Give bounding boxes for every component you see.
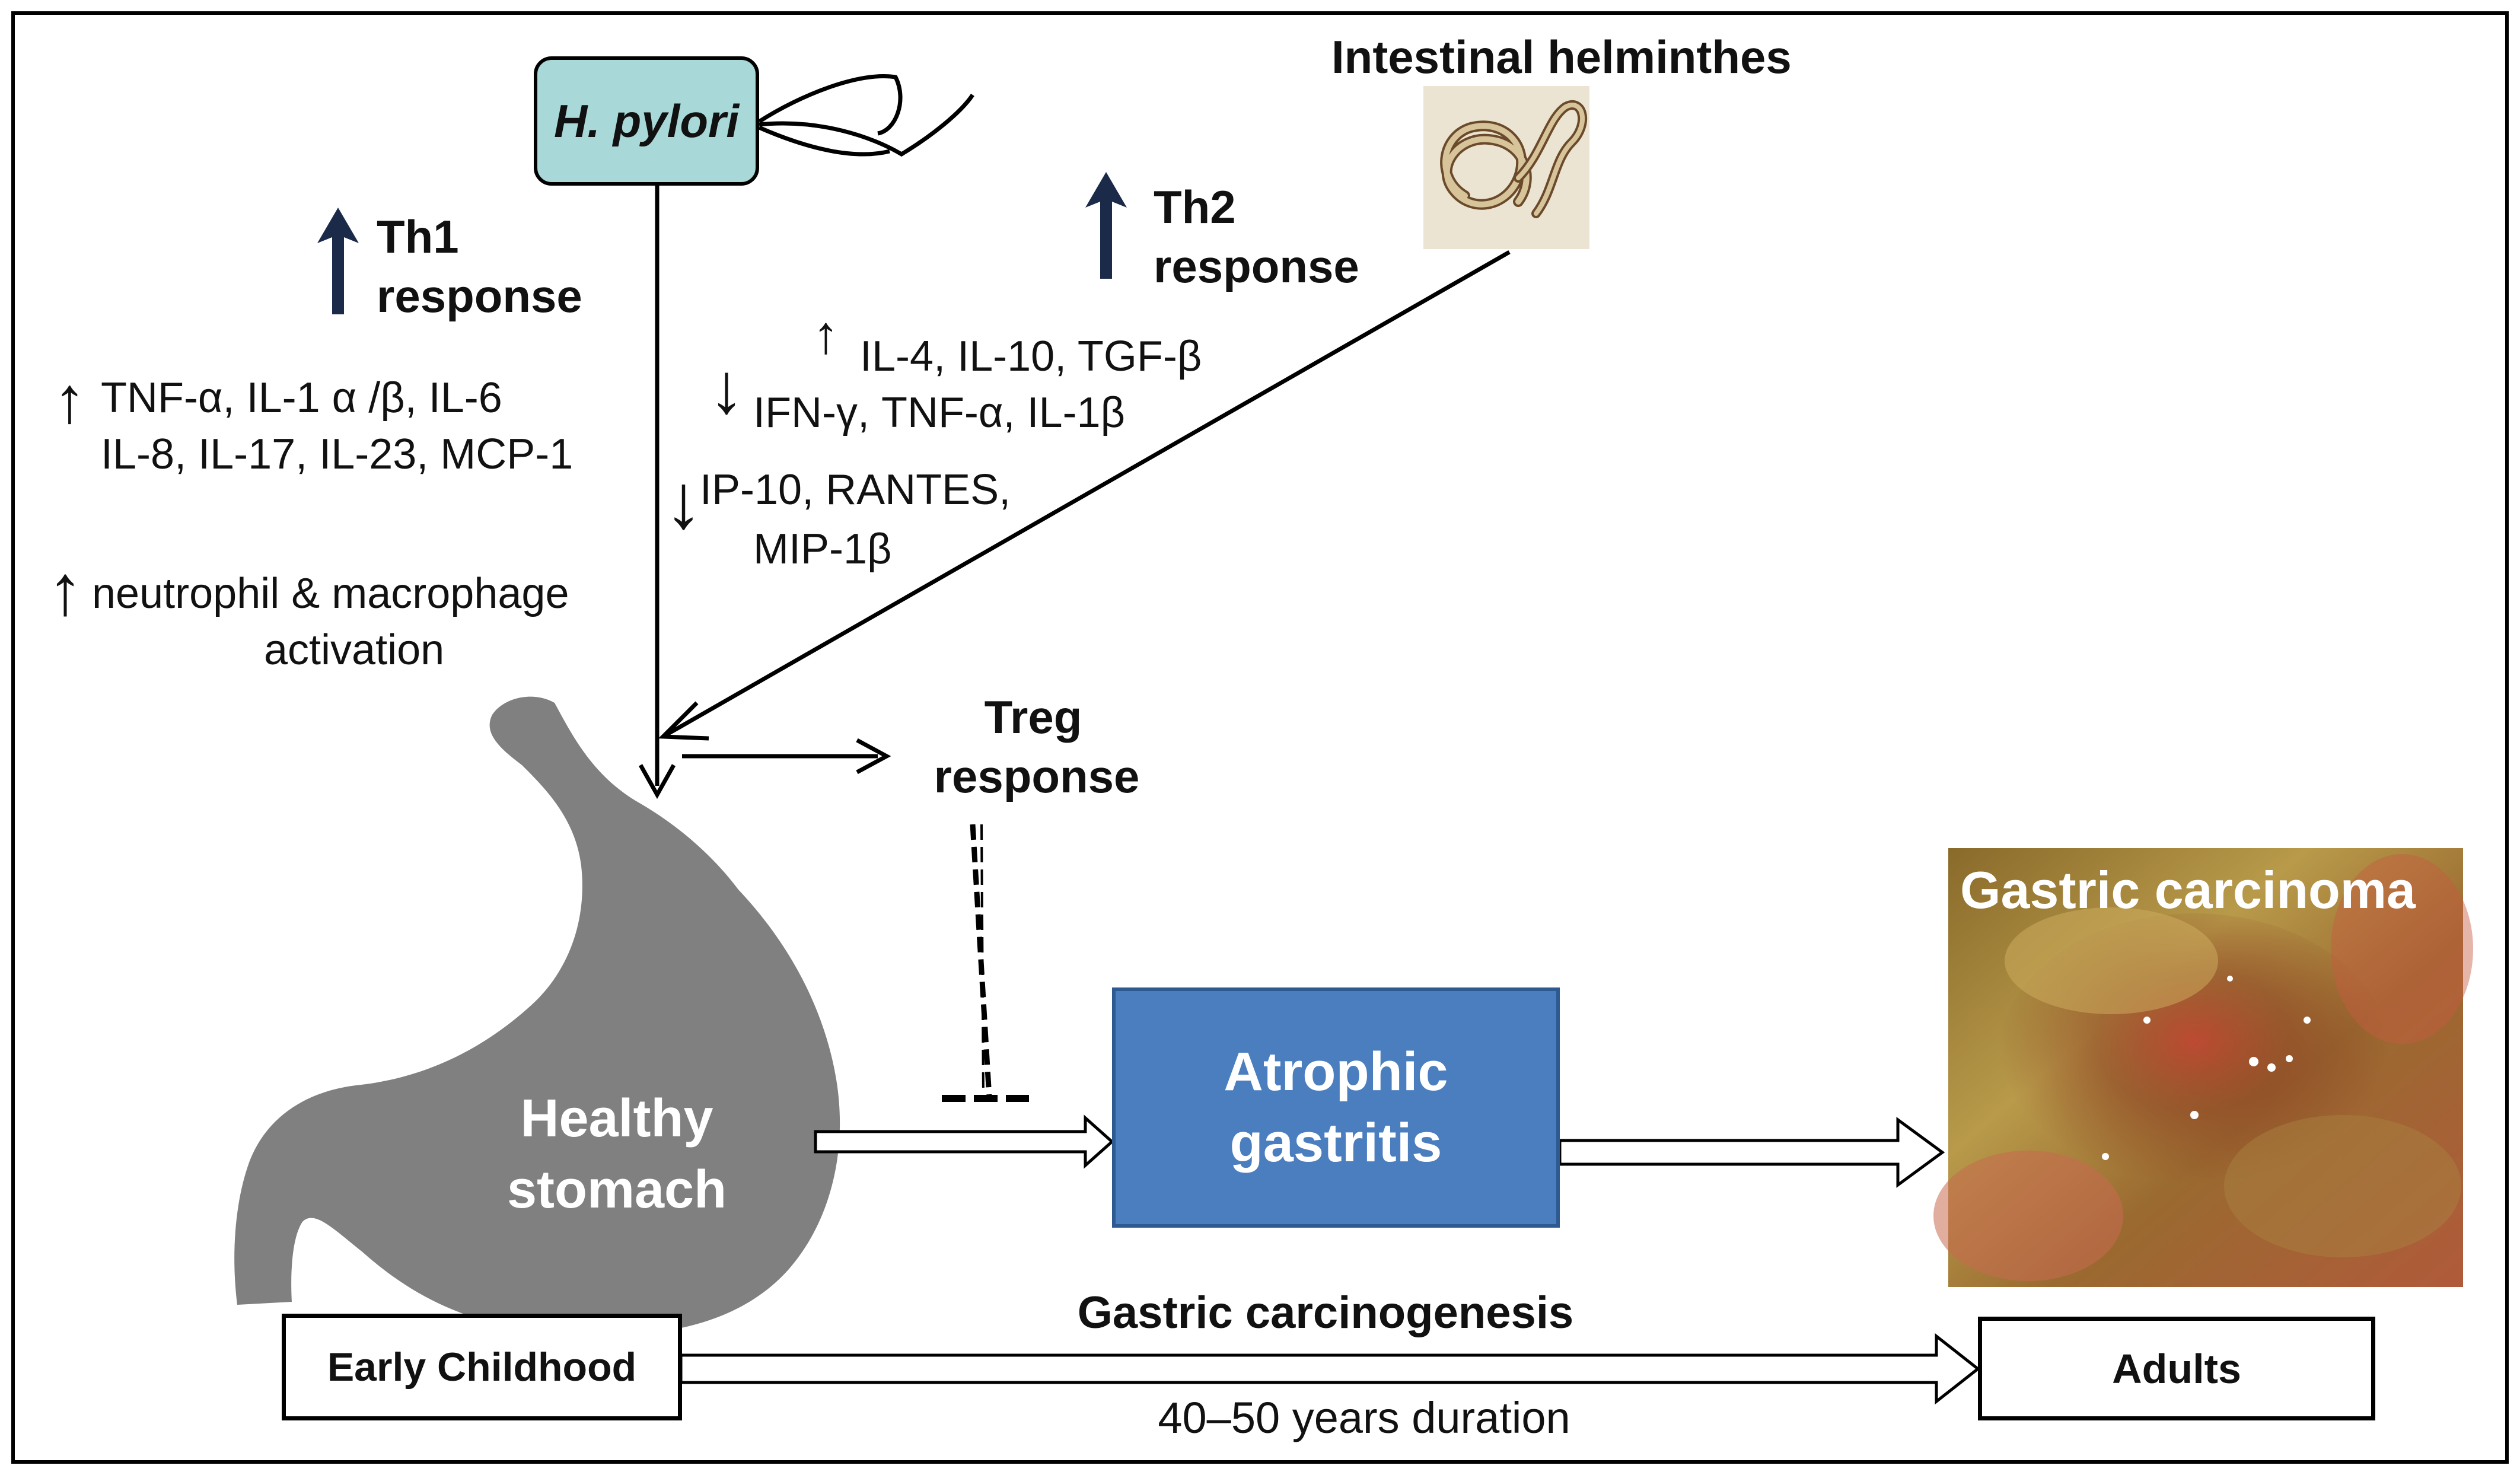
th2-line1: Th2 — [1154, 181, 1236, 233]
th1-cytokines-line1: TNF-α, IL-1 α /β, IL-6 — [101, 374, 502, 422]
helminth-arrowhead-icon — [658, 701, 709, 741]
carcinoma-label: Gastric carcinoma — [1960, 861, 2416, 919]
treg-line1: Treg — [984, 691, 1082, 743]
th2-down-arrow-2: ↓ — [664, 458, 703, 544]
atrophic-to-carcinoma-arrow — [1558, 1117, 1945, 1188]
th2-down-line-2a: IP-10, RANTES, — [700, 466, 1011, 514]
outer-frame — [11, 11, 2509, 1464]
th1-cells-line1: neutrophil & macrophage — [92, 570, 569, 617]
stomach-line2: stomach — [506, 1160, 727, 1219]
th2-down-line-2b: MIP-1β — [753, 525, 892, 573]
timeline-duration: 40–50 years duration — [1158, 1393, 1570, 1442]
early-childhood-box: Early Childhood — [282, 1314, 682, 1420]
atrophic-line1: Atrophic — [1224, 1041, 1448, 1102]
hpylori-label: H. pylori — [553, 94, 740, 147]
stomach-to-atrophic-arrow — [814, 1114, 1114, 1169]
adults-box: Adults — [1978, 1317, 2375, 1420]
atrophic-gastritis-box: Atrophic gastritis — [1112, 987, 1560, 1228]
th2-up-line: IL-4, IL-10, TGF-β — [860, 333, 1202, 380]
stomach-line1: Healthy — [520, 1089, 713, 1148]
th2-down-arrow-1: ↓ — [709, 349, 744, 428]
atrophic-line2: gastritis — [1229, 1112, 1442, 1173]
flagella-icon — [758, 74, 974, 157]
timeline-start-label: Early Childhood — [327, 1345, 637, 1390]
timeline-title: Gastric carcinogenesis — [1077, 1288, 1574, 1338]
treg-inhibition-line — [942, 824, 1029, 1102]
th1-up-arrow-icon — [317, 208, 359, 314]
th1-line1: Th1 — [377, 211, 459, 263]
stomach-silhouette-icon — [234, 696, 840, 1336]
helminth-to-stomach-line — [666, 250, 1511, 737]
hpylori-box: H. pylori — [534, 56, 759, 186]
th1-cytokines-arrow: ↑ — [53, 364, 86, 437]
helminth-image — [1423, 86, 1589, 249]
th1-cells-line2: activation — [264, 626, 445, 674]
timeline-end-label: Adults — [2112, 1345, 2241, 1392]
timeline-arrow — [679, 1333, 1981, 1405]
th1-cytokines-line2: IL-8, IL-17, IL-23, MCP-1 — [101, 431, 574, 478]
treg-arrowhead-icon — [856, 738, 891, 775]
th1-cells-arrow: ↑ — [47, 550, 83, 630]
th1-line2: response — [377, 270, 582, 322]
th2-up-arrow: ↑ — [813, 305, 839, 365]
th2-up-arrow-icon — [1085, 172, 1127, 279]
hpylori-arrowhead-icon — [638, 764, 676, 799]
th2-line2: response — [1154, 240, 1359, 292]
treg-line2: response — [934, 750, 1140, 802]
gastric-carcinoma-image — [1933, 848, 2473, 1287]
th2-down-line-1: IFN-γ, TNF-α, IL-1β — [753, 389, 1126, 437]
helminths-label: Intestinal helminthes — [1331, 31, 1792, 83]
